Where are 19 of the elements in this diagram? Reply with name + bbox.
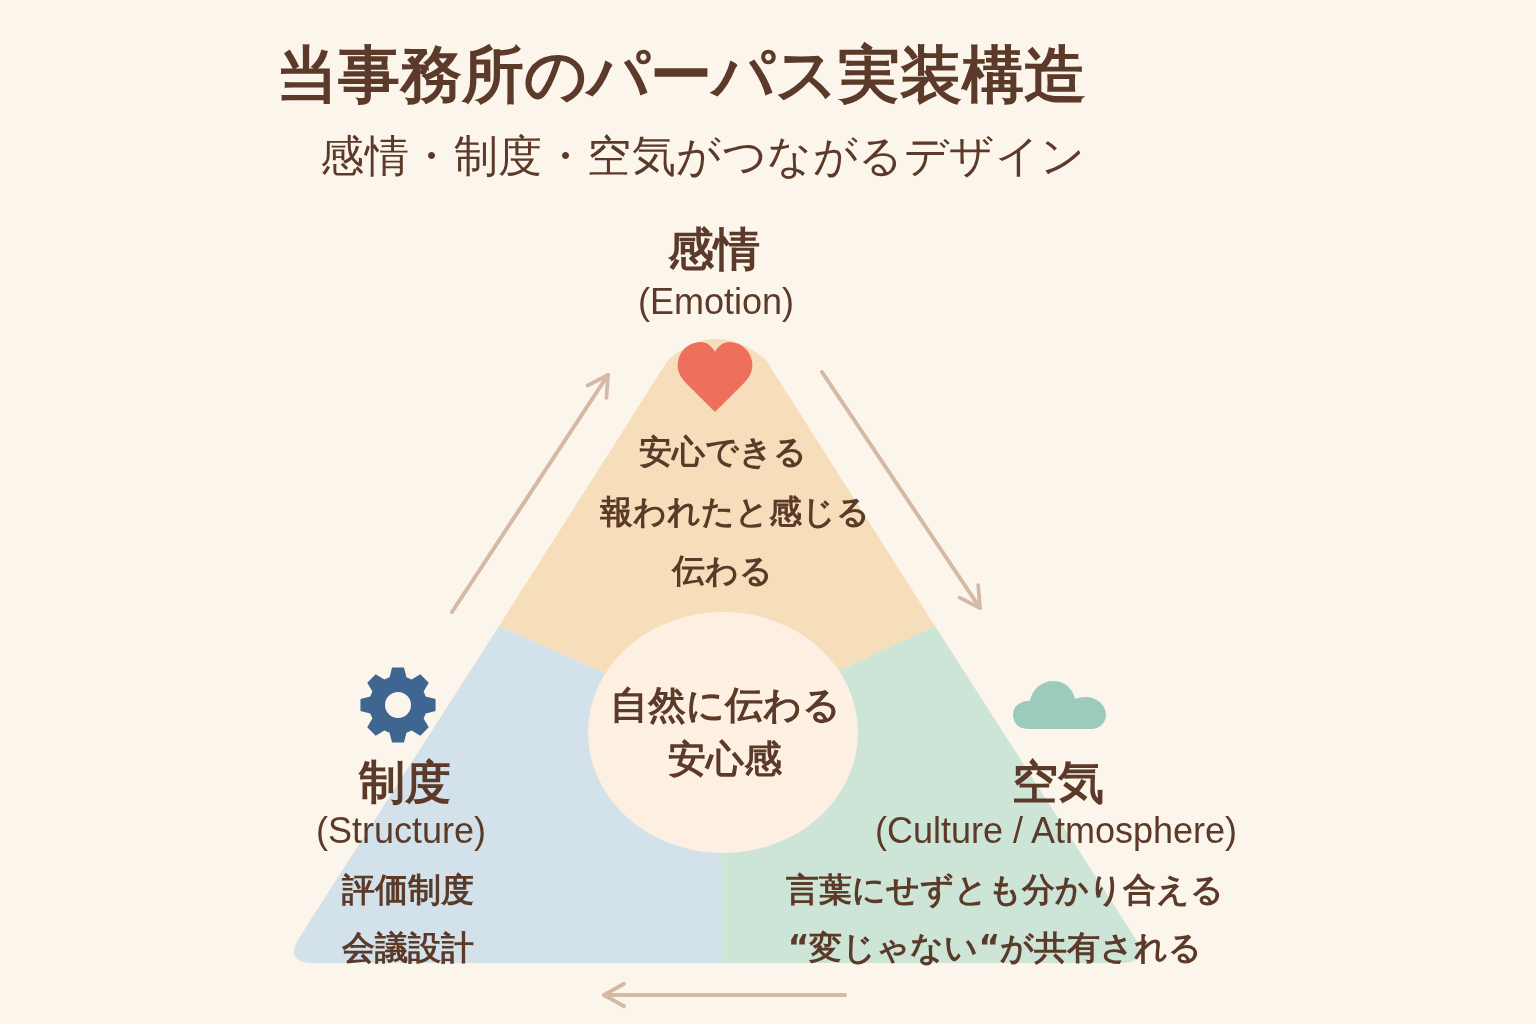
subtitle: 感情・制度・空気がつながるデザイン xyxy=(320,128,1086,182)
center-text: 自然に伝わる安心感 xyxy=(608,682,842,783)
item-text: “変じゃない“が共有される xyxy=(787,928,1203,968)
arrow xyxy=(450,373,610,614)
item-text: 会議設計 xyxy=(342,928,474,968)
english-label: (Emotion) xyxy=(638,279,794,323)
section-heading: 空気 xyxy=(1012,754,1104,810)
arrow xyxy=(602,981,847,1009)
item-text: 報われたと感じる xyxy=(600,492,870,532)
item-text: 評価制度 xyxy=(342,870,474,910)
title: 当事務所のパーパス実装構造 xyxy=(276,38,1086,112)
section-heading: 制度 xyxy=(359,754,451,810)
english-label: (Culture / Atmosphere) xyxy=(874,808,1238,852)
item-text: 言葉にせずとも分かり合える xyxy=(786,870,1224,910)
english-label: (Structure) xyxy=(316,808,486,852)
section-heading: 感情 xyxy=(668,221,760,277)
arrow xyxy=(820,370,982,610)
item-text: 安心できる xyxy=(639,432,807,472)
item-text: 伝わる xyxy=(671,551,773,591)
